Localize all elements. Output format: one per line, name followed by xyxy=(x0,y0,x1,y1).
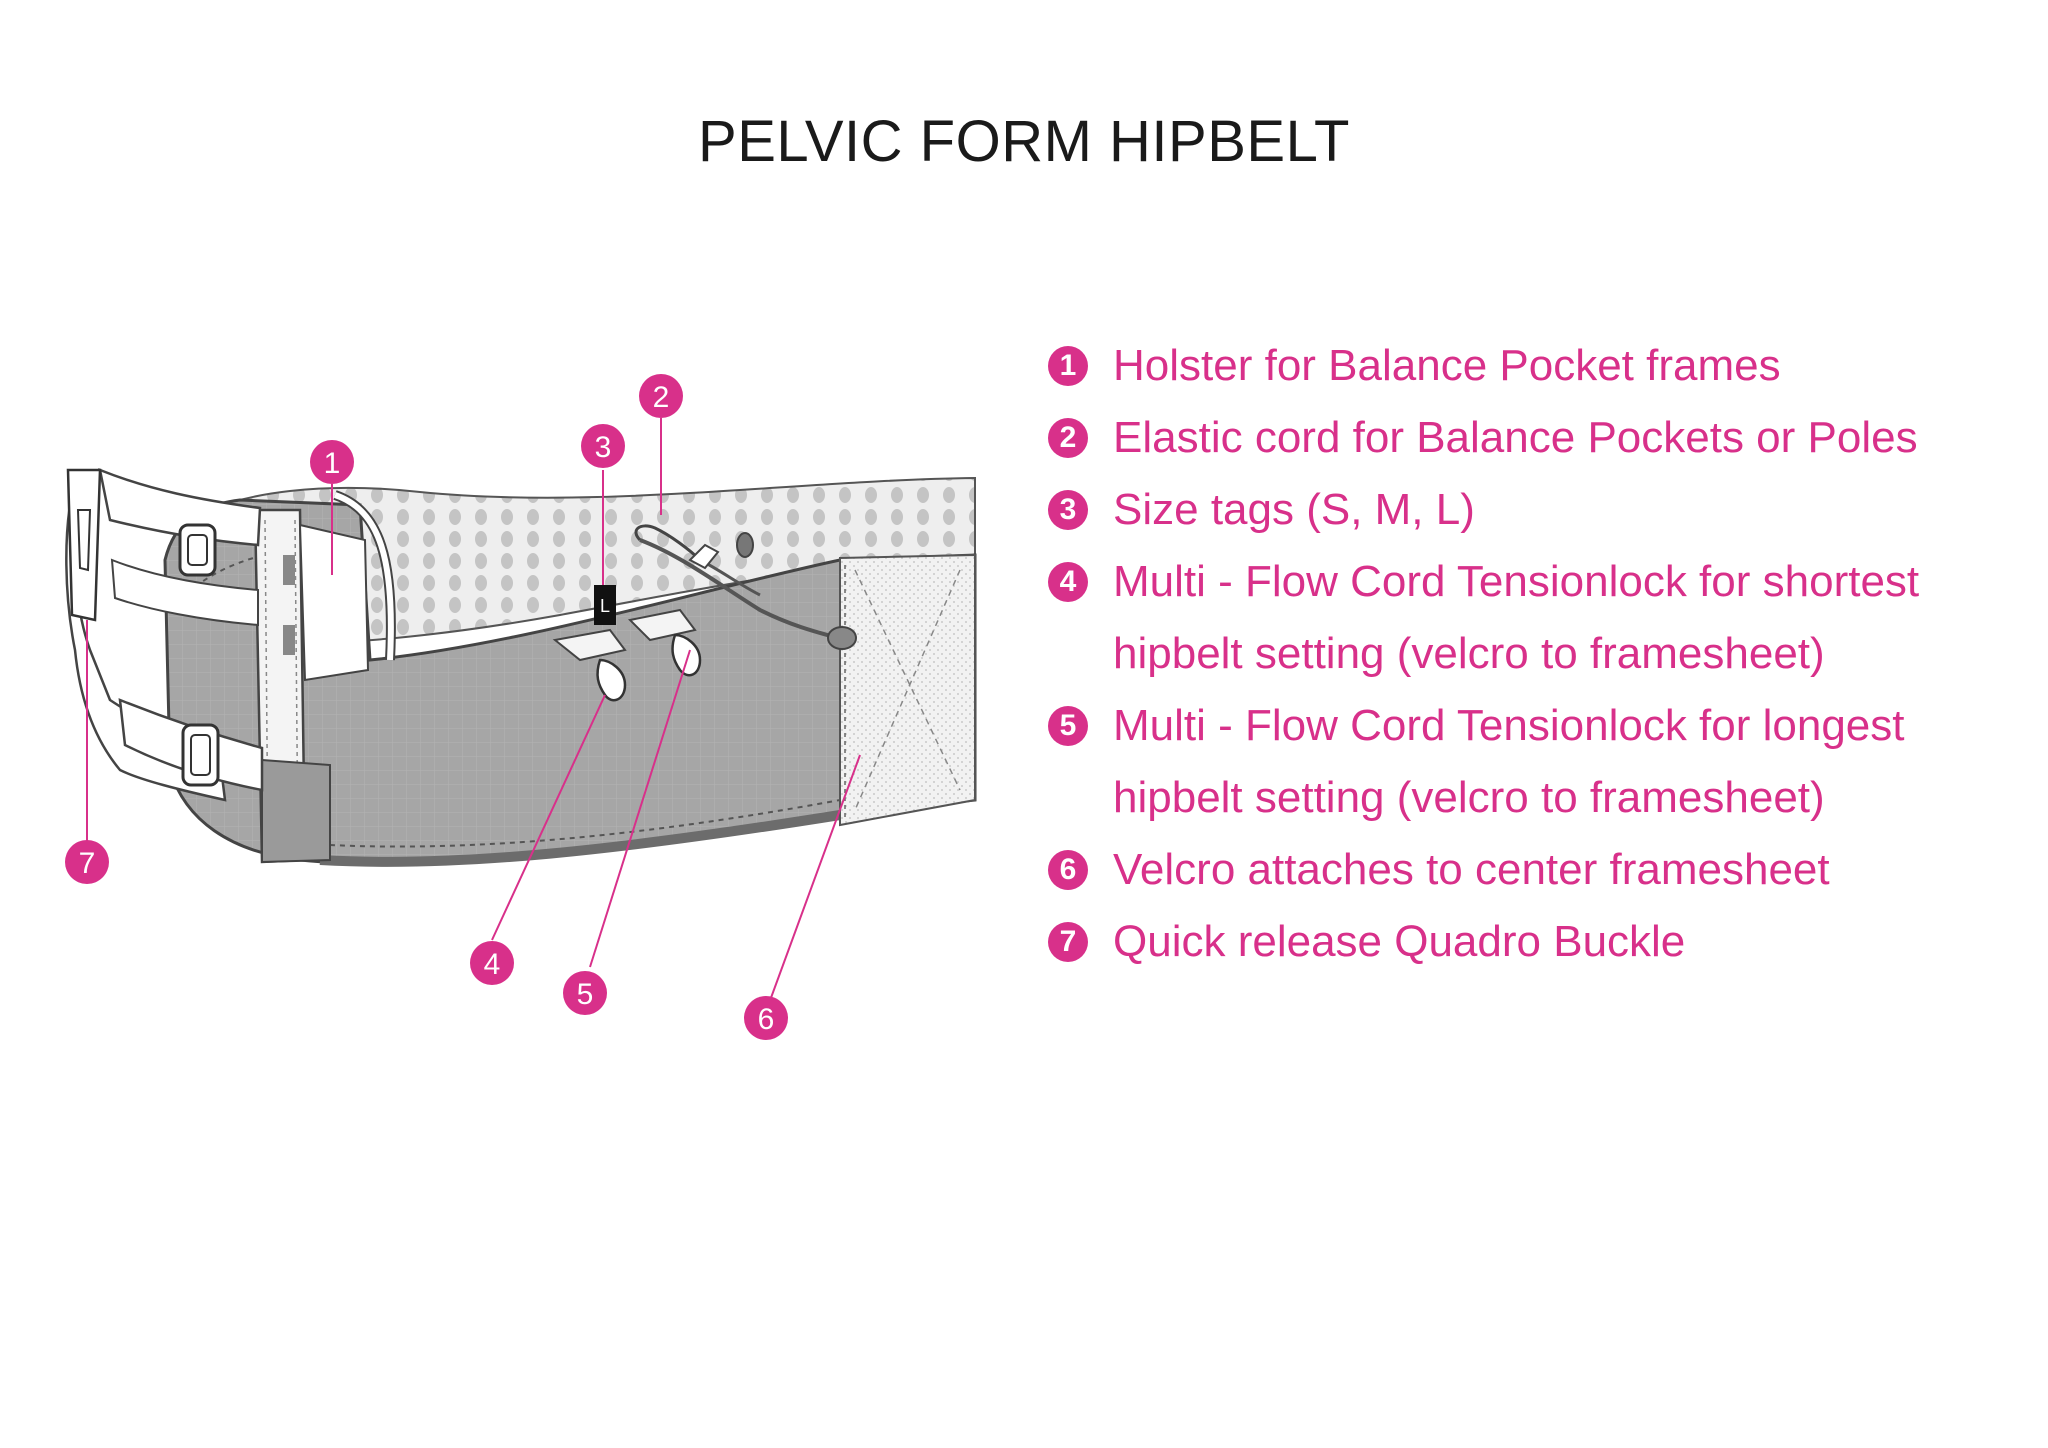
size-tag-label: L xyxy=(600,596,610,616)
belt-body xyxy=(163,498,977,867)
holster xyxy=(253,490,396,864)
legend-text-3: Size tags (S, M, L) xyxy=(1113,485,1475,534)
legend-number-4: 4 xyxy=(1048,562,1088,602)
svg-text:5: 5 xyxy=(577,978,594,1011)
svg-text:6: 6 xyxy=(758,1003,775,1036)
legend-number-1: 1 xyxy=(1048,346,1088,386)
legend-list: 1 Holster for Balance Pocket frames 2 El… xyxy=(1048,330,2028,978)
size-tag: L xyxy=(594,585,616,625)
legend-number-6: 6 xyxy=(1048,850,1088,890)
svg-text:7: 7 xyxy=(79,847,96,880)
svg-text:1: 1 xyxy=(324,447,341,480)
tensionlock-shortest xyxy=(552,628,627,702)
legend-item-6: 6 Velcro attaches to center framesheet xyxy=(1048,834,2028,906)
legend-text-2: Elastic cord for Balance Pockets or Pole… xyxy=(1113,413,1918,462)
legend-text-1: Holster for Balance Pocket frames xyxy=(1113,341,1781,390)
callout-3: 3 xyxy=(581,424,625,468)
svg-text:2: 2 xyxy=(653,381,670,414)
legend-item-3: 3 Size tags (S, M, L) xyxy=(1048,474,2028,546)
page-title: PELVIC FORM HIPBELT xyxy=(698,109,1350,174)
legend-text-6: Velcro attaches to center framesheet xyxy=(1113,845,1830,894)
legend-item-2: 2 Elastic cord for Balance Pockets or Po… xyxy=(1048,402,2028,474)
legend-item-7: 7 Quick release Quadro Buckle xyxy=(1048,906,2028,978)
quadro-buckle xyxy=(65,467,264,802)
legend-item-5: 5 Multi - Flow Cord Tensionlock for long… xyxy=(1048,690,2028,834)
legend-item-4: 4 Multi - Flow Cord Tensionlock for shor… xyxy=(1048,546,2028,690)
svg-text:4: 4 xyxy=(484,948,501,981)
elastic-cord xyxy=(634,524,857,650)
callout-5: 5 xyxy=(563,971,607,1015)
callout-4: 4 xyxy=(470,941,514,985)
leader-lines xyxy=(86,418,861,1007)
legend-item-1: 1 Holster for Balance Pocket frames xyxy=(1048,330,2028,402)
svg-text:3: 3 xyxy=(595,431,612,464)
legend-number-7: 7 xyxy=(1048,922,1088,962)
legend-number-5: 5 xyxy=(1048,706,1088,746)
legend-number-3: 3 xyxy=(1048,490,1088,530)
velcro-panel xyxy=(839,553,976,827)
legend-text-5: Multi - Flow Cord Tensionlock for longes… xyxy=(1113,701,1905,822)
callout-7: 7 xyxy=(65,840,109,884)
tensionlock-longest xyxy=(627,608,702,677)
callout-1: 1 xyxy=(310,440,354,484)
legend-text-7: Quick release Quadro Buckle xyxy=(1113,917,1686,966)
legend-text-4: Multi - Flow Cord Tensionlock for shorte… xyxy=(1113,557,1920,678)
callout-6: 6 xyxy=(744,996,788,1040)
legend-number-2: 2 xyxy=(1048,418,1088,458)
callout-2: 2 xyxy=(639,374,683,418)
